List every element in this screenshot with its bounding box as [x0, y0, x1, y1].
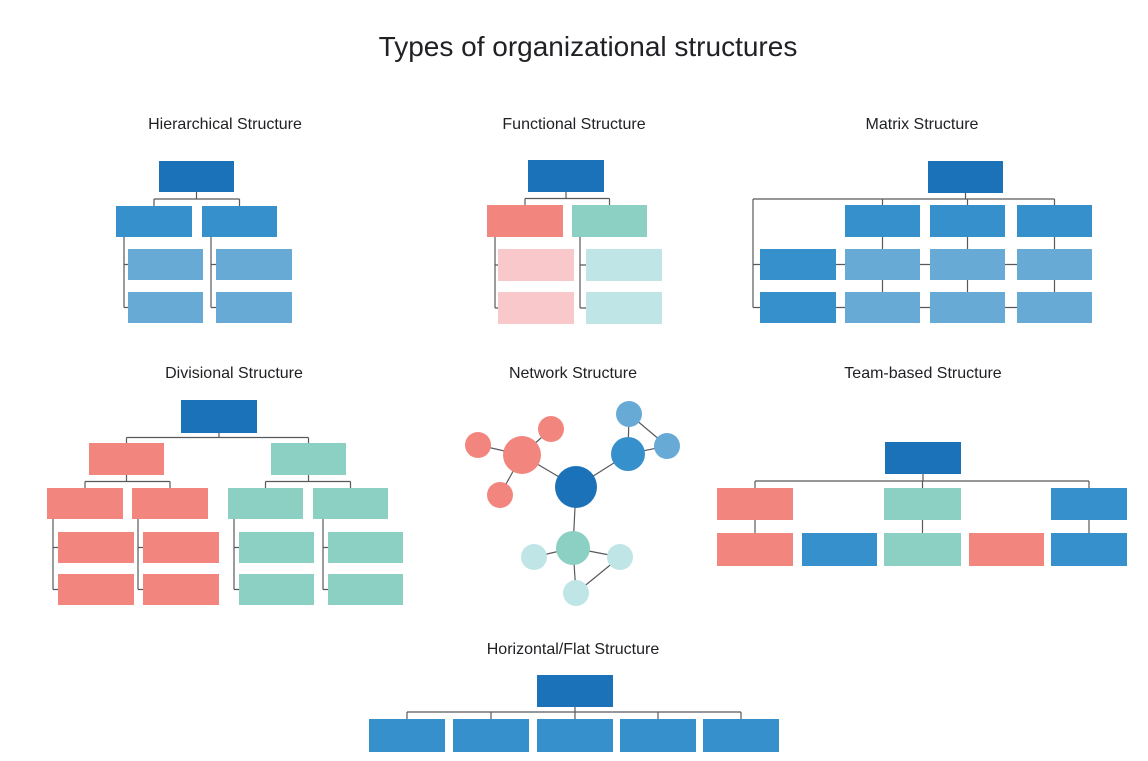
org-node-box [528, 160, 604, 192]
org-node-box [216, 249, 292, 280]
org-node-box [216, 292, 292, 323]
functional-structure-title: Functional Structure [502, 116, 645, 133]
connector-lines [494, 192, 611, 309]
org-node-box [930, 205, 1005, 237]
org-node-box [845, 292, 920, 323]
org-node-box [537, 675, 613, 707]
org-node-box [328, 532, 403, 563]
org-node-box [537, 719, 613, 752]
team-based-structure-title: Team-based Structure [844, 365, 1002, 382]
org-node-box [498, 292, 574, 324]
org-node-box [969, 533, 1044, 566]
matrix-structure-title: Matrix Structure [866, 116, 979, 133]
team-based-structure-panel: Team-based Structure [717, 365, 1127, 566]
hierarchical-structure-title: Hierarchical Structure [148, 116, 302, 133]
org-node-box [572, 205, 647, 237]
org-node-box [802, 533, 877, 566]
connector-lines [752, 193, 1056, 309]
org-node-box [159, 161, 234, 192]
org-node-box [760, 249, 836, 280]
org-node-box [47, 488, 123, 519]
org-node-box [930, 249, 1005, 280]
org-node-box [369, 719, 445, 752]
org-node-box [717, 488, 793, 520]
flat-structure-title: Horizontal/Flat Structure [487, 641, 660, 658]
org-node-box [1017, 292, 1092, 323]
org-node-box [930, 292, 1005, 323]
org-node-box [703, 719, 779, 752]
org-node-box [620, 719, 696, 752]
org-node-box [132, 488, 208, 519]
network-structure-panel: Network Structure [465, 365, 680, 606]
network-node [616, 401, 642, 427]
divisional-structure-panel: Divisional Structure [47, 365, 403, 605]
network-node [521, 544, 547, 570]
network-node [654, 433, 680, 459]
org-node-box [313, 488, 388, 519]
org-node-box [128, 249, 203, 280]
org-node-box [1017, 205, 1092, 237]
org-node-box [885, 442, 961, 474]
org-node-box [884, 488, 961, 520]
hierarchical-structure-panel: Hierarchical Structure [116, 116, 302, 323]
connector-lines [754, 474, 1090, 533]
org-node-box [884, 533, 961, 566]
org-node-box [143, 574, 219, 605]
org-node-box [928, 161, 1003, 193]
network-node [563, 580, 589, 606]
org-node-box [1051, 488, 1127, 520]
org-node-box [487, 205, 563, 237]
network-node [487, 482, 513, 508]
org-node-box [228, 488, 303, 519]
org-node-box [845, 249, 920, 280]
org-node-box [845, 205, 920, 237]
org-node-box [498, 249, 574, 281]
matrix-structure-panel: Matrix Structure [752, 116, 1092, 323]
functional-structure-panel: Functional Structure [487, 116, 662, 324]
network-node [607, 544, 633, 570]
org-node-box [89, 443, 164, 475]
org-node-box [1051, 533, 1127, 566]
org-node-box [271, 443, 346, 475]
org-node-box [586, 292, 662, 324]
org-node-box [58, 574, 134, 605]
org-node-box [181, 400, 257, 433]
divisional-structure-title: Divisional Structure [165, 365, 303, 382]
org-node-box [453, 719, 529, 752]
network-node [556, 531, 590, 565]
connector-lines [52, 433, 352, 591]
connector-lines [406, 707, 742, 719]
network-hub-node [555, 466, 597, 508]
org-node-box [760, 292, 836, 323]
page-title: Types of organizational structures [379, 31, 798, 62]
org-node-box [58, 532, 134, 563]
org-node-box [202, 206, 277, 237]
network-node [503, 436, 541, 474]
org-node-box [717, 533, 793, 566]
org-node-box [1017, 249, 1092, 280]
flat-structure-panel: Horizontal/Flat Structure [369, 641, 779, 752]
org-node-box [116, 206, 192, 237]
network-node [465, 432, 491, 458]
org-node-box [143, 532, 219, 563]
connector-lines [123, 192, 241, 309]
org-node-box [328, 574, 403, 605]
network-node [538, 416, 564, 442]
network-edges [477, 413, 668, 594]
org-node-box [586, 249, 662, 281]
org-node-box [239, 532, 314, 563]
network-structure-title: Network Structure [509, 365, 637, 382]
org-node-box [128, 292, 203, 323]
network-node [611, 437, 645, 471]
org-node-box [239, 574, 314, 605]
